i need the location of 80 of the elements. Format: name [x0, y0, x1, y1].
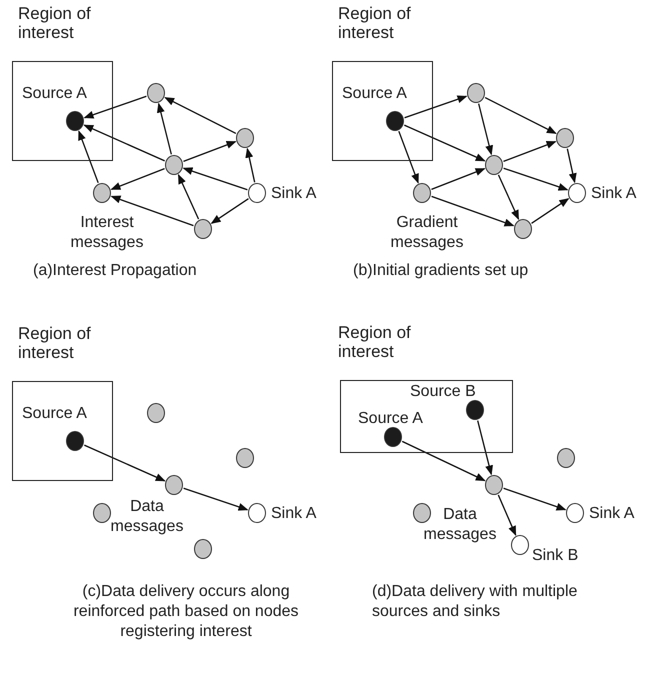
node-circle [66, 431, 84, 451]
node-circle [236, 448, 254, 468]
node-circle [93, 503, 111, 523]
arrow [182, 167, 248, 190]
node-circle [485, 475, 503, 495]
node-circle [568, 183, 586, 203]
node-circle [386, 111, 404, 131]
node-circle [413, 503, 431, 523]
node-circle [93, 183, 111, 203]
arrow [404, 124, 486, 162]
node-label: Source A [22, 404, 87, 423]
node-circle [511, 535, 529, 555]
arrow [164, 97, 236, 134]
arrow [431, 168, 486, 190]
annotation-label: Data messages [422, 505, 498, 545]
arrow [84, 96, 147, 119]
region-label: Region of interest [338, 4, 412, 42]
arrow [398, 130, 419, 184]
caption: (b)Initial gradients set up [353, 261, 530, 281]
arrow [110, 168, 165, 190]
node-circle [248, 503, 266, 523]
node-circle [236, 128, 254, 148]
arrow [431, 196, 514, 226]
arrow [83, 124, 165, 162]
caption: (d)Data delivery with multiple sources and sinks [372, 582, 578, 622]
node-label: Sink A [591, 184, 636, 203]
region-label: Region of interest [18, 324, 92, 362]
arrow [404, 95, 468, 118]
node-label: Source A [342, 84, 407, 103]
arrow [503, 168, 568, 191]
arrow [478, 103, 494, 156]
caption: (a)Interest Propagation [33, 261, 198, 281]
arrow [566, 148, 577, 184]
node-circle [165, 475, 183, 495]
node-circle [485, 155, 503, 175]
arrow [498, 174, 520, 220]
node-label: Sink A [271, 504, 316, 523]
node-circle [413, 183, 431, 203]
arrow [183, 140, 236, 162]
arrow [402, 440, 486, 482]
region-label: Region of interest [338, 323, 412, 361]
node-circle [66, 111, 84, 131]
region-label: Region of interest [18, 4, 92, 42]
arrow [156, 102, 172, 155]
arrow [78, 130, 99, 184]
annotation-label: Gradient messages [390, 213, 464, 253]
node-circle [248, 183, 266, 203]
node-circle [467, 83, 485, 103]
arrow [245, 148, 256, 182]
node-label: Source B [410, 382, 476, 401]
arrow [503, 488, 566, 511]
node-circle [165, 155, 183, 175]
node-circle [514, 219, 532, 239]
node-label: Sink A [271, 184, 316, 203]
arrow [531, 198, 570, 224]
arrow [498, 494, 516, 536]
node-circle [566, 503, 584, 523]
annotation-label: Data messages [110, 497, 184, 537]
node-label: Source A [22, 84, 87, 103]
annotation-label: Interest messages [70, 213, 144, 253]
node-circle [147, 83, 165, 103]
arrow [178, 174, 200, 220]
node-circle [194, 539, 212, 559]
arrow [210, 198, 249, 224]
arrow [110, 196, 194, 226]
node-label: Sink B [532, 546, 578, 565]
arrow [84, 444, 166, 482]
node-label: Sink A [589, 504, 634, 523]
node-circle [556, 128, 574, 148]
arrow [183, 488, 248, 511]
arrow [503, 140, 556, 162]
node-circle [557, 448, 575, 468]
caption: (c)Data delivery occurs along reinforced path based on nodes registering interest [72, 582, 300, 642]
node-circle [147, 403, 165, 423]
node-circle [194, 219, 212, 239]
node-label: Source A [358, 409, 423, 428]
arrow [484, 97, 557, 134]
arrow [477, 420, 493, 476]
node-circle [466, 400, 484, 420]
node-circle [384, 427, 402, 447]
